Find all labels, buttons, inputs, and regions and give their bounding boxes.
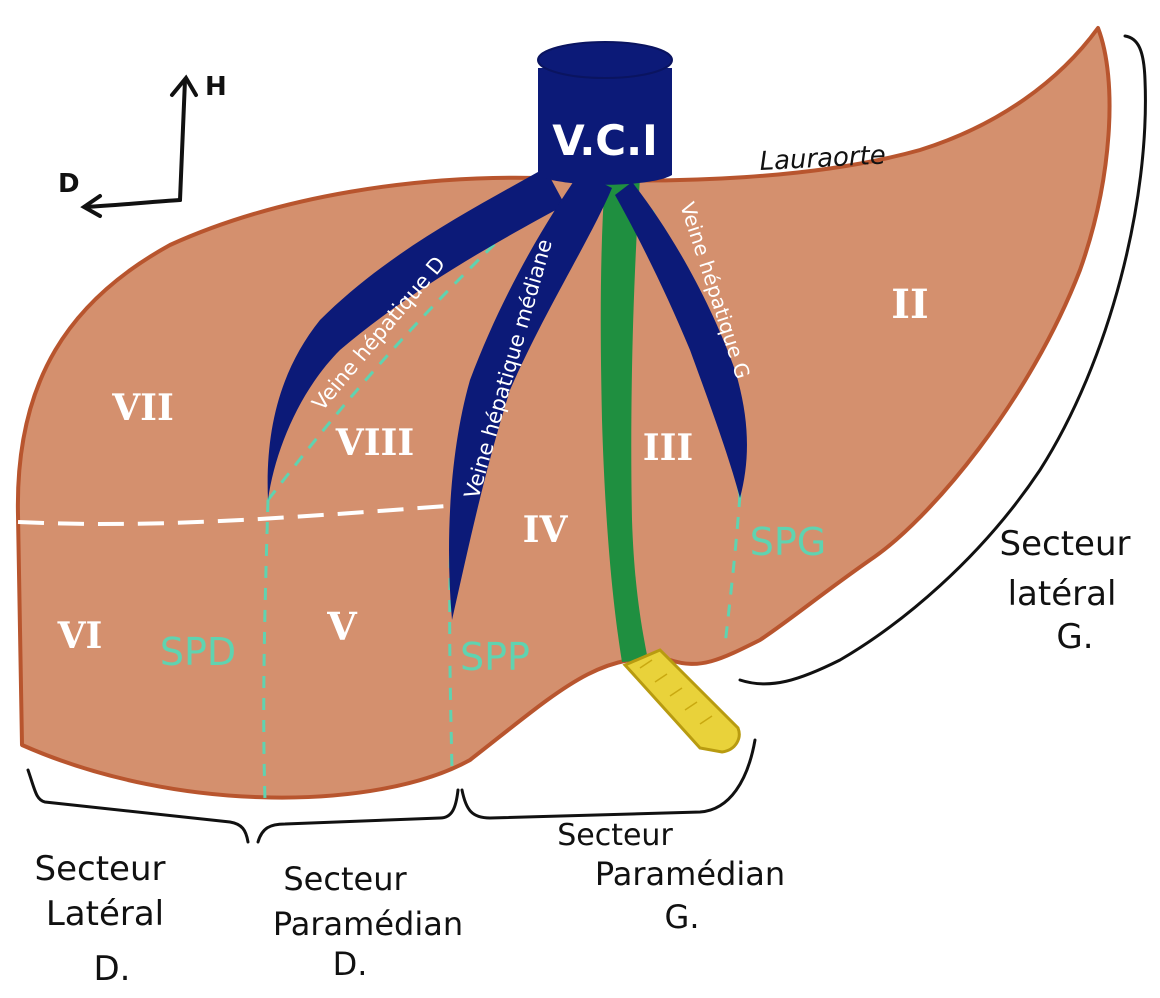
segment-ii: II <box>891 281 928 328</box>
spg-label: SPG <box>750 520 826 564</box>
segment-iv: IV <box>523 509 569 551</box>
sector-paramedian-g-line1: Secteur <box>557 818 673 853</box>
sector-paramedian-d-line1: Secteur <box>283 860 407 898</box>
sector-paramedian-d-line3: D. <box>333 945 368 983</box>
sector-paramedian-g-line3: G. <box>665 898 700 936</box>
sector-lateral-d-line3: D. <box>94 949 131 989</box>
left-arrow <box>85 200 180 207</box>
orientation-indicator <box>84 78 196 216</box>
sector-paramedian-d-line2: Paramédian <box>273 905 463 943</box>
bracket-paramedian-g <box>462 740 755 818</box>
spp-label: SPP <box>460 635 530 679</box>
sector-lateral-g-line3: G. <box>1056 617 1093 657</box>
sector-paramedian-d: Secteur Paramédian D. <box>273 860 463 983</box>
spd-label: SPD <box>160 630 236 674</box>
segment-v: V <box>326 604 358 649</box>
ivc-label: V.C.I <box>552 116 657 165</box>
left-label: D <box>58 169 80 199</box>
sector-paramedian-g-line2: Paramédian <box>595 855 785 893</box>
sector-lateral-g: Secteur latéral G. <box>1000 524 1131 657</box>
sector-lateral-d-line1: Secteur <box>35 849 166 889</box>
sector-paramedian-g: Secteur Paramédian G. <box>557 818 785 936</box>
bile-duct <box>625 650 739 752</box>
sector-lateral-g-line1: Secteur <box>1000 524 1131 564</box>
segment-viii: VIII <box>335 422 414 464</box>
sector-lateral-g-line2: latéral <box>1008 574 1117 614</box>
sector-lateral-d-line2: Latéral <box>46 894 164 934</box>
segment-vi: VI <box>57 615 103 657</box>
segment-vii: VII <box>111 387 174 429</box>
up-arrow <box>180 80 185 200</box>
sector-lateral-d: Secteur Latéral D. <box>35 849 166 989</box>
up-label: H <box>205 72 227 102</box>
segment-iii: III <box>643 427 694 469</box>
